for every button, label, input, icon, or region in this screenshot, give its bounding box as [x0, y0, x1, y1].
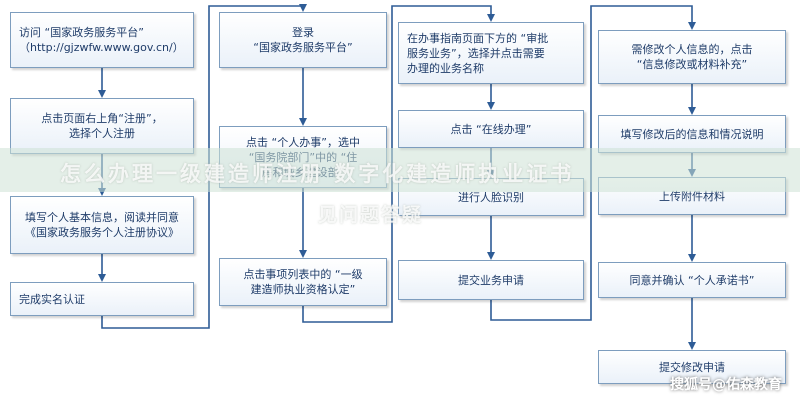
- overlay-title-line1: 怎么办理一级建造师注册 数字化建造师执业证书: [60, 162, 575, 186]
- step-choose-business: 在办事指南页面下方的 “审批 服务业务”，选择并点击需要 办理的业务名称: [398, 22, 584, 84]
- title-overlay-band: [0, 148, 800, 192]
- step-confirm-commitment: 同意并确认 “个人承诺书”: [598, 262, 786, 298]
- step-click-register: 点击页面右上角“注册”， 选择个人注册: [10, 98, 194, 154]
- step-submit-modification: 提交修改申请: [598, 350, 786, 384]
- step-login: 登录 “国家政务服务平台”: [219, 12, 387, 68]
- step-online-handling: 点击 “在线办理”: [398, 110, 584, 148]
- watermark: 搜狐号@佑森教育: [670, 377, 782, 393]
- overlay-title-line2: 见问题答疑: [318, 204, 424, 226]
- step-real-name-auth: 完成实名认证: [10, 282, 194, 316]
- step-modify-info: 需修改个人信息的，点击 “信息修改或材料补充”: [598, 30, 786, 84]
- step-submit-application: 提交业务申请: [398, 260, 584, 300]
- step-visit-platform: 访问 “国家政务服务平台” （http://gjzwfw.www.gov.cn/…: [10, 12, 194, 68]
- step-fill-basic-info: 填写个人基本信息，阅读并同意 《国家政务服务个人注册协议》: [10, 196, 194, 254]
- step-select-item: 点击事项列表中的 “一级 建造师执业资格认定”: [219, 258, 387, 306]
- step-fill-modification: 填写修改后的信息和情况说明: [598, 115, 786, 153]
